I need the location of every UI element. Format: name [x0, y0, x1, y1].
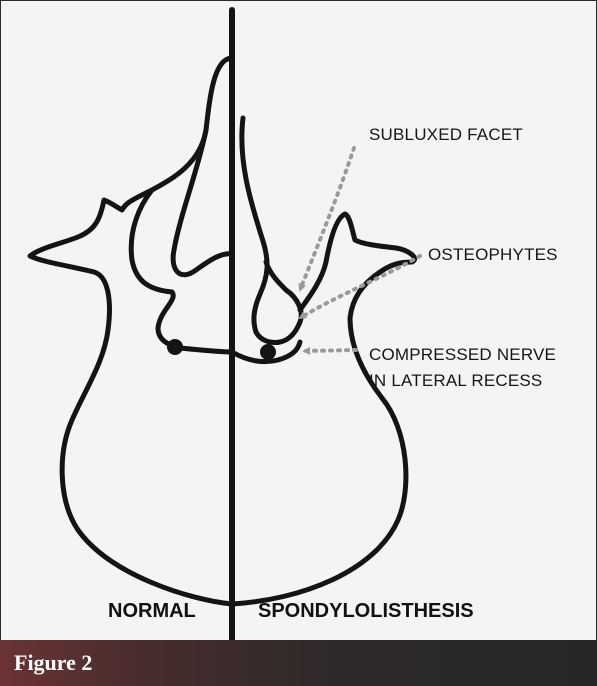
- normal-nerve-root: [167, 339, 183, 355]
- normal-facet-outline: [173, 130, 232, 275]
- subluxed-facet-label: SUBLUXED FACET: [369, 125, 523, 144]
- subluxed-facet-arrow: [300, 148, 354, 290]
- spondylolisthesis-side-label: SPONDYLOLISTHESIS: [258, 600, 474, 622]
- figure-caption-bar: Figure 2: [0, 640, 597, 686]
- compressed-nerve-root: [260, 344, 276, 360]
- compressed-nerve-label-line1: COMPRESSED NERVE: [369, 345, 556, 364]
- vertebra-outline: [30, 58, 415, 604]
- vertebra-diagram: SUBLUXED FACET OSTEOPHYTES COMPRESSED NE…: [0, 0, 597, 640]
- spondylolisthesis-vertebra-outline: [232, 214, 415, 604]
- spondylolisthesis-lamina-outline: [242, 118, 301, 343]
- compressed-nerve-label-line2: IN LATERAL RECESS: [369, 371, 542, 390]
- osteophytes-label: OSTEOPHYTES: [428, 245, 558, 264]
- normal-side-label: NORMAL: [108, 600, 196, 622]
- compressed-nerve-arrow: [304, 350, 356, 351]
- figure-caption: Figure 2: [14, 650, 92, 676]
